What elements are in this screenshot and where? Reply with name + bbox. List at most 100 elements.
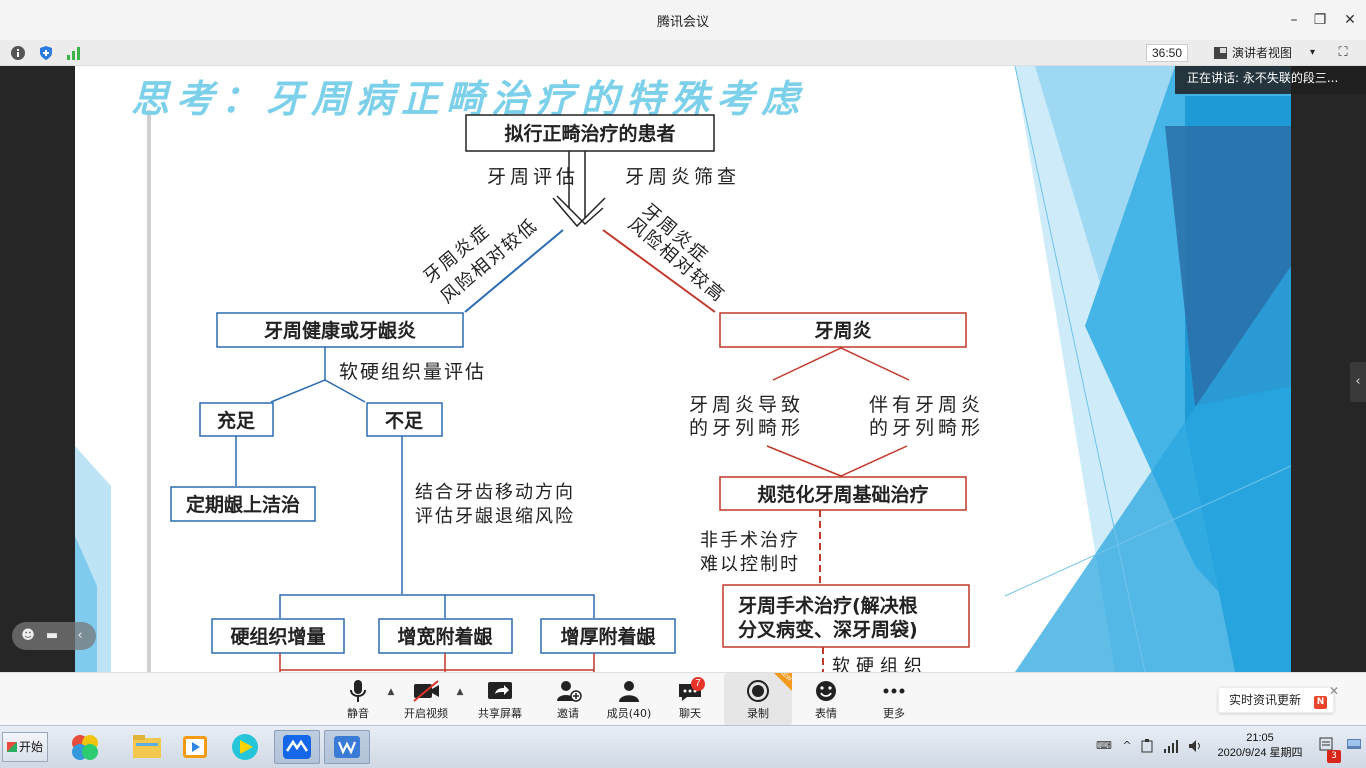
box-perio <box>719 312 967 348</box>
start-label: 开始 <box>19 740 44 754</box>
high-risk-line <box>602 229 716 313</box>
video-off-icon <box>413 680 439 702</box>
start-button[interactable]: 开始 <box>2 732 48 762</box>
box-thicken-gingiva-label: 增厚附着龈 <box>560 625 656 648</box>
microphone-icon <box>350 680 366 702</box>
box-widen-gingiva <box>378 618 513 654</box>
video-label: 开启视频 <box>404 707 448 720</box>
record-button[interactable]: 录制 NEW <box>724 673 792 726</box>
box-hard-tissue-label: 硬组织增量 <box>230 625 325 648</box>
device-icon[interactable] <box>1139 738 1155 754</box>
folder-icon <box>133 735 161 758</box>
split-arrow <box>556 151 604 226</box>
notification-count-badge: 3 <box>1327 750 1341 763</box>
close-button[interactable]: ✕ <box>1344 12 1356 28</box>
collapse-icon[interactable]: ‹ <box>77 628 83 643</box>
invite-button[interactable]: 邀请 <box>548 673 588 726</box>
invite-label: 邀请 <box>557 707 579 720</box>
box-scaling-label: 定期龈上洁治 <box>186 493 300 516</box>
label-soft-hard-cut: 软硬组织 <box>832 656 928 672</box>
shared-screen-area: 思考：牙周病正畸治疗的特殊考虑 拟行正畸治疗的患者 牙周评估 牙周炎筛查 牙周炎… <box>0 66 1366 672</box>
layout-icon <box>1214 47 1227 59</box>
chat-button[interactable]: 聊天 7 <box>670 673 710 726</box>
chevron-down-icon: ▾ <box>1310 47 1316 58</box>
box-healthy <box>216 312 464 348</box>
audio-options-caret[interactable]: ▲ <box>387 687 395 697</box>
meeting-info-bar: 36:50 演讲者视图 ▾ ⛶ <box>0 40 1366 66</box>
taskbar-app-browser[interactable] <box>62 730 108 764</box>
box-perio-label: 牙周炎 <box>814 320 871 342</box>
windows-logo-icon <box>7 742 17 752</box>
share-screen-button[interactable]: 共享屏幕 <box>474 673 526 726</box>
box-hard-tissue <box>211 618 345 654</box>
title-bar: 腾讯会议 – ❐ ✕ <box>0 0 1366 40</box>
close-icon[interactable]: ✕ <box>1328 684 1340 698</box>
presentation-slide: 思考：牙周病正畸治疗的特殊考虑 拟行正畸治疗的患者 牙周评估 牙周炎筛查 牙周炎… <box>75 66 1291 672</box>
label-move-dir-1: 结合牙齿移动方向 <box>415 482 575 503</box>
side-panel-toggle[interactable]: ‹ <box>1350 362 1366 402</box>
box-root-label: 拟行正畸治疗的患者 <box>504 122 675 145</box>
treatment-flowchart: 拟行正畸治疗的患者 牙周评估 牙周炎筛查 牙周炎症 风险相对较低 牙周炎症 风险… <box>170 114 984 672</box>
record-label: 录制 <box>747 707 769 720</box>
label-non-surgical-2: 难以控制时 <box>700 554 800 575</box>
members-label: 成员(40) <box>606 707 652 720</box>
box-basic-therapy-label: 规范化牙周基础治疗 <box>757 483 928 506</box>
taskbar-app-explorer[interactable] <box>124 730 170 764</box>
taskbar-app-wps[interactable] <box>324 730 370 764</box>
slide-background <box>75 66 1291 672</box>
info-icon[interactable] <box>10 45 26 61</box>
clock-date: 2020/9/24 星期四 <box>1217 747 1303 759</box>
volume-icon[interactable] <box>1187 738 1203 754</box>
new-feature-tag: NEW <box>770 673 792 691</box>
box-insufficient-label: 不足 <box>385 410 424 432</box>
members-button[interactable]: 成员(40) <box>603 673 655 726</box>
media-player-icon <box>183 736 207 758</box>
box-thicken-gingiva <box>540 618 676 654</box>
network-icon[interactable] <box>1163 738 1179 754</box>
taskbar-app-media[interactable] <box>172 730 218 764</box>
floating-controls: ☻ ▬ ‹ <box>12 622 96 650</box>
restore-button[interactable]: ❐ <box>1313 12 1327 28</box>
label-with-2: 的牙列畸形 <box>869 417 984 439</box>
tencent-meeting-icon <box>283 735 311 759</box>
show-hidden-icons[interactable]: ^ <box>1122 739 1132 752</box>
video-options-caret[interactable]: ▲ <box>456 687 464 697</box>
security-shield-icon[interactable] <box>38 45 54 61</box>
colorful-circles-icon <box>72 735 98 760</box>
mute-label: 静音 <box>347 707 369 720</box>
reactions-button[interactable]: 表情 <box>806 673 846 726</box>
label-caused-1: 牙周炎导致 <box>689 394 804 416</box>
members-icon <box>619 681 639 702</box>
system-clock[interactable]: 21:05 2020/9/24 星期四 <box>1212 731 1308 761</box>
action-center-icon[interactable] <box>1318 736 1334 752</box>
chat-label: 聊天 <box>679 707 701 720</box>
network-signal-icon[interactable] <box>66 45 82 61</box>
add-user-icon <box>557 681 582 702</box>
meeting-toolbar: 静音 ▲ 开启视频 ▲ 共享屏幕 邀请 成员(40) 聊天 7 <box>0 672 1366 726</box>
os-taskbar: 开始 ⌨ ^ 21:05 2020/9/24 星期四 <box>0 725 1366 768</box>
box-surgery <box>722 584 970 648</box>
speaker-view-dropdown[interactable]: 演讲者视图 ▾ <box>1210 43 1330 63</box>
reactions-label: 表情 <box>815 707 837 720</box>
box-healthy-label: 牙周健康或牙龈炎 <box>264 319 416 342</box>
box-surgery-line2: 分叉病变、深牙周袋) <box>738 618 918 641</box>
keyboard-icon[interactable]: ⌨ <box>1096 739 1112 752</box>
video-button[interactable]: 开启视频 <box>400 673 452 726</box>
more-button[interactable]: 更多 <box>874 673 914 726</box>
show-desktop-icon[interactable] <box>1346 736 1362 752</box>
box-surgery-line1: 牙周手术治疗(解决根 <box>738 594 918 617</box>
news-badge: N <box>1314 696 1327 709</box>
label-caused-2: 的牙列畸形 <box>689 417 804 439</box>
label-perio-eval: 牙周评估 <box>487 166 579 188</box>
fullscreen-icon[interactable]: ⛶ <box>1338 45 1348 60</box>
emoji-icon[interactable]: ☻ <box>21 628 35 643</box>
mute-button[interactable]: 静音 <box>338 673 378 726</box>
taskbar-app-tencent-meeting[interactable] <box>274 730 320 764</box>
chat-bubble-icon[interactable]: ▬ <box>45 628 59 643</box>
minimize-button[interactable]: – <box>1290 12 1298 28</box>
window-title: 腾讯会议 <box>656 15 709 30</box>
box-basic-therapy <box>719 476 967 511</box>
meeting-timer: 36:50 <box>1146 44 1188 62</box>
more-label: 更多 <box>883 707 905 720</box>
taskbar-app-video[interactable] <box>222 730 268 764</box>
